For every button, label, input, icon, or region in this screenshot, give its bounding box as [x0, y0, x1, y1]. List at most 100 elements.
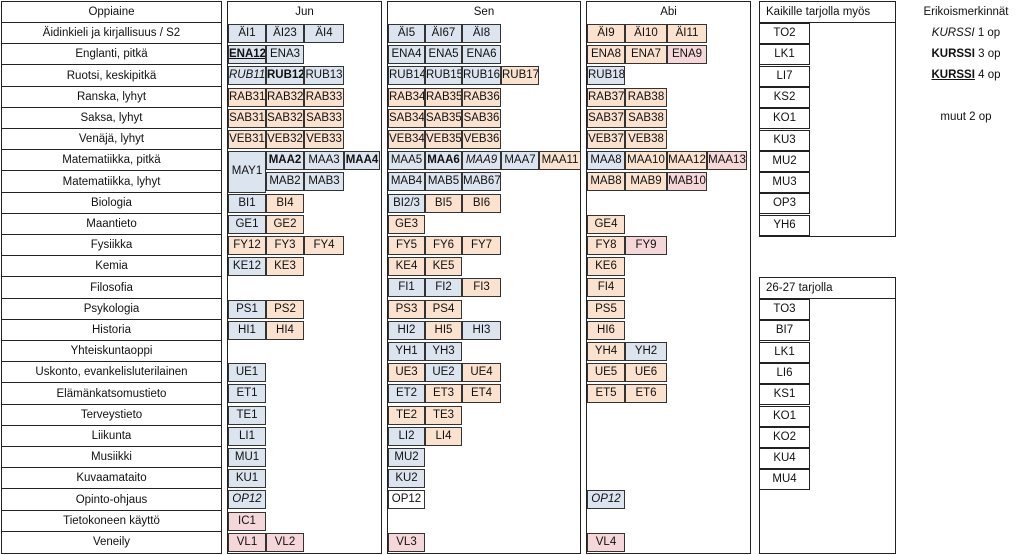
course-sen-cell: KE4	[388, 257, 425, 277]
sidebar1-item: MU3	[760, 172, 810, 194]
course-jun-cell: RUB13	[304, 66, 344, 86]
subject-row: Psykologia	[2, 299, 221, 320]
sidebar2-item: LI6	[760, 362, 810, 384]
course-abi-cell: VEB38	[625, 130, 667, 149]
course-jun-cell: MAA3	[304, 151, 344, 171]
course-jun-cell: ÄI1	[228, 24, 266, 43]
subject-row: Englanti, pitkä	[2, 44, 221, 66]
course-sen-cell: UE2	[425, 363, 462, 383]
course-jun-cell: ET1	[228, 384, 266, 404]
offered-26-27-title: 26-27 tarjolla	[760, 278, 895, 299]
course-abi-cell: VEB37	[587, 130, 625, 149]
course-jun-cell: VL2	[266, 532, 304, 552]
course-sen-cell: UE4	[462, 363, 501, 383]
course-sen-cell: FI1	[388, 278, 425, 298]
course-sen-cell: ET3	[425, 384, 462, 404]
course-sen-cell: FY6	[425, 236, 462, 255]
course-abi-cell: FY9	[625, 236, 667, 255]
sidebar2-item: KS1	[760, 384, 810, 406]
course-jun-cell: SAB31	[228, 108, 266, 128]
course-abi-cell: ÄI11	[667, 24, 707, 43]
course-jun-cell: RAB32	[266, 87, 304, 107]
course-sen-cell: MAB4	[388, 172, 425, 192]
course-jun-cell: ÄI4	[304, 24, 344, 43]
legend-3op-value: 3 op	[978, 48, 1001, 60]
course-jun-cell: ENA12	[228, 45, 266, 65]
course-abi-cell: MAB8	[587, 172, 625, 192]
course-sen-cell: RAB36	[462, 87, 501, 107]
course-sen-cell: FI3	[462, 278, 501, 298]
course-jun-cell: SAB32	[266, 108, 304, 128]
course-jun-cell: FY3	[266, 236, 304, 255]
course-sen-cell: FY5	[388, 236, 425, 255]
course-jun-cell: MAY1	[228, 151, 266, 193]
course-abi-cell: RUB18	[587, 66, 625, 86]
course-jun-cell: ENA3	[266, 45, 304, 65]
course-sen-cell: MAA6	[425, 151, 462, 171]
subject-row: Uskonto, evankelisluterilainen	[2, 362, 221, 384]
course-sen-cell: ENA4	[388, 45, 425, 65]
course-abi-cell: KE6	[587, 257, 625, 277]
course-jun-cell: FY12	[228, 236, 266, 255]
course-sen-cell: YH3	[425, 342, 462, 361]
subject-row: Tietokoneen käyttö	[2, 511, 221, 532]
course-sen-cell: MAA7	[501, 151, 539, 171]
course-abi-cell: ET5	[587, 384, 625, 404]
subject-row: Matematiikka, pitkä	[2, 150, 221, 172]
course-jun-cell: MAB2	[266, 172, 304, 192]
course-jun-cell: KE3	[266, 257, 304, 277]
course-abi-cell: MAA12	[667, 151, 707, 171]
course-jun-cell: FY4	[304, 236, 344, 255]
course-jun-cell: KU1	[228, 469, 266, 489]
course-abi-cell: RAB37	[587, 87, 625, 107]
subject-row: Biologia	[2, 193, 221, 214]
course-sen-cell: HI3	[462, 320, 501, 340]
course-jun-cell: KE12	[228, 257, 266, 277]
course-jun-cell: VL1	[228, 532, 266, 552]
legend-1op-value: 1 op	[977, 27, 1001, 39]
course-sen-cell: VEB35	[425, 130, 462, 149]
course-sen-cell: PS4	[425, 299, 462, 319]
legend-others: muut 2 op	[940, 111, 992, 123]
course-sen-cell: RUB14	[388, 66, 425, 86]
course-sen-cell: RUB16	[462, 66, 501, 86]
course-abi-cell: GE4	[587, 214, 625, 234]
course-sen-cell: BI2/3	[388, 193, 425, 213]
course-jun-cell: SAB33	[304, 108, 344, 128]
course-abi-cell: MAA13	[707, 151, 747, 171]
subject-header: Oppiaine	[2, 2, 221, 23]
subject-row: Ruotsi, keskipitkä	[2, 66, 221, 87]
course-abi-cell: UE6	[625, 363, 667, 383]
course-jun-cell: MAB3	[304, 172, 344, 192]
course-abi-cell: MAB10	[667, 172, 707, 192]
subject-row: Opinto-ohjaus	[2, 490, 221, 511]
course-abi-cell: ENA9	[667, 45, 707, 65]
sidebar2-item: KU4	[760, 448, 810, 470]
course-sen-cell: PS3	[388, 299, 425, 319]
subject-row: Veneily	[92, 536, 131, 548]
sidebar2-item: LK1	[760, 341, 810, 363]
course-abi-cell: ÄI10	[625, 24, 667, 43]
subject-row: Ranska, lyhyt	[2, 87, 221, 108]
course-abi-cell: YH2	[625, 342, 667, 361]
course-jun-cell: PS1	[228, 299, 266, 319]
course-sen-cell: GE3	[388, 214, 425, 234]
course-abi-cell: RAB38	[625, 87, 667, 107]
course-jun-cell: PS2	[266, 299, 304, 319]
course-sen-cell: YH1	[388, 342, 425, 361]
course-jun-cell: BI1	[228, 193, 266, 213]
course-abi-cell: MAA10	[625, 151, 667, 171]
subject-row: Venäjä, lyhyt	[2, 129, 221, 151]
subject-row: Liikunta	[2, 426, 221, 447]
course-sen-cell: HI5	[425, 320, 462, 340]
legend-3op-key: KURSSI	[931, 48, 975, 60]
course-sen-cell: LI4	[425, 426, 462, 446]
course-jun-cell: LI1	[228, 426, 266, 446]
legend-1op: KURSSI 1 op	[908, 27, 1024, 39]
sidebar1-item: OP3	[760, 193, 810, 215]
course-sen-cell: ÄI5	[388, 24, 425, 43]
